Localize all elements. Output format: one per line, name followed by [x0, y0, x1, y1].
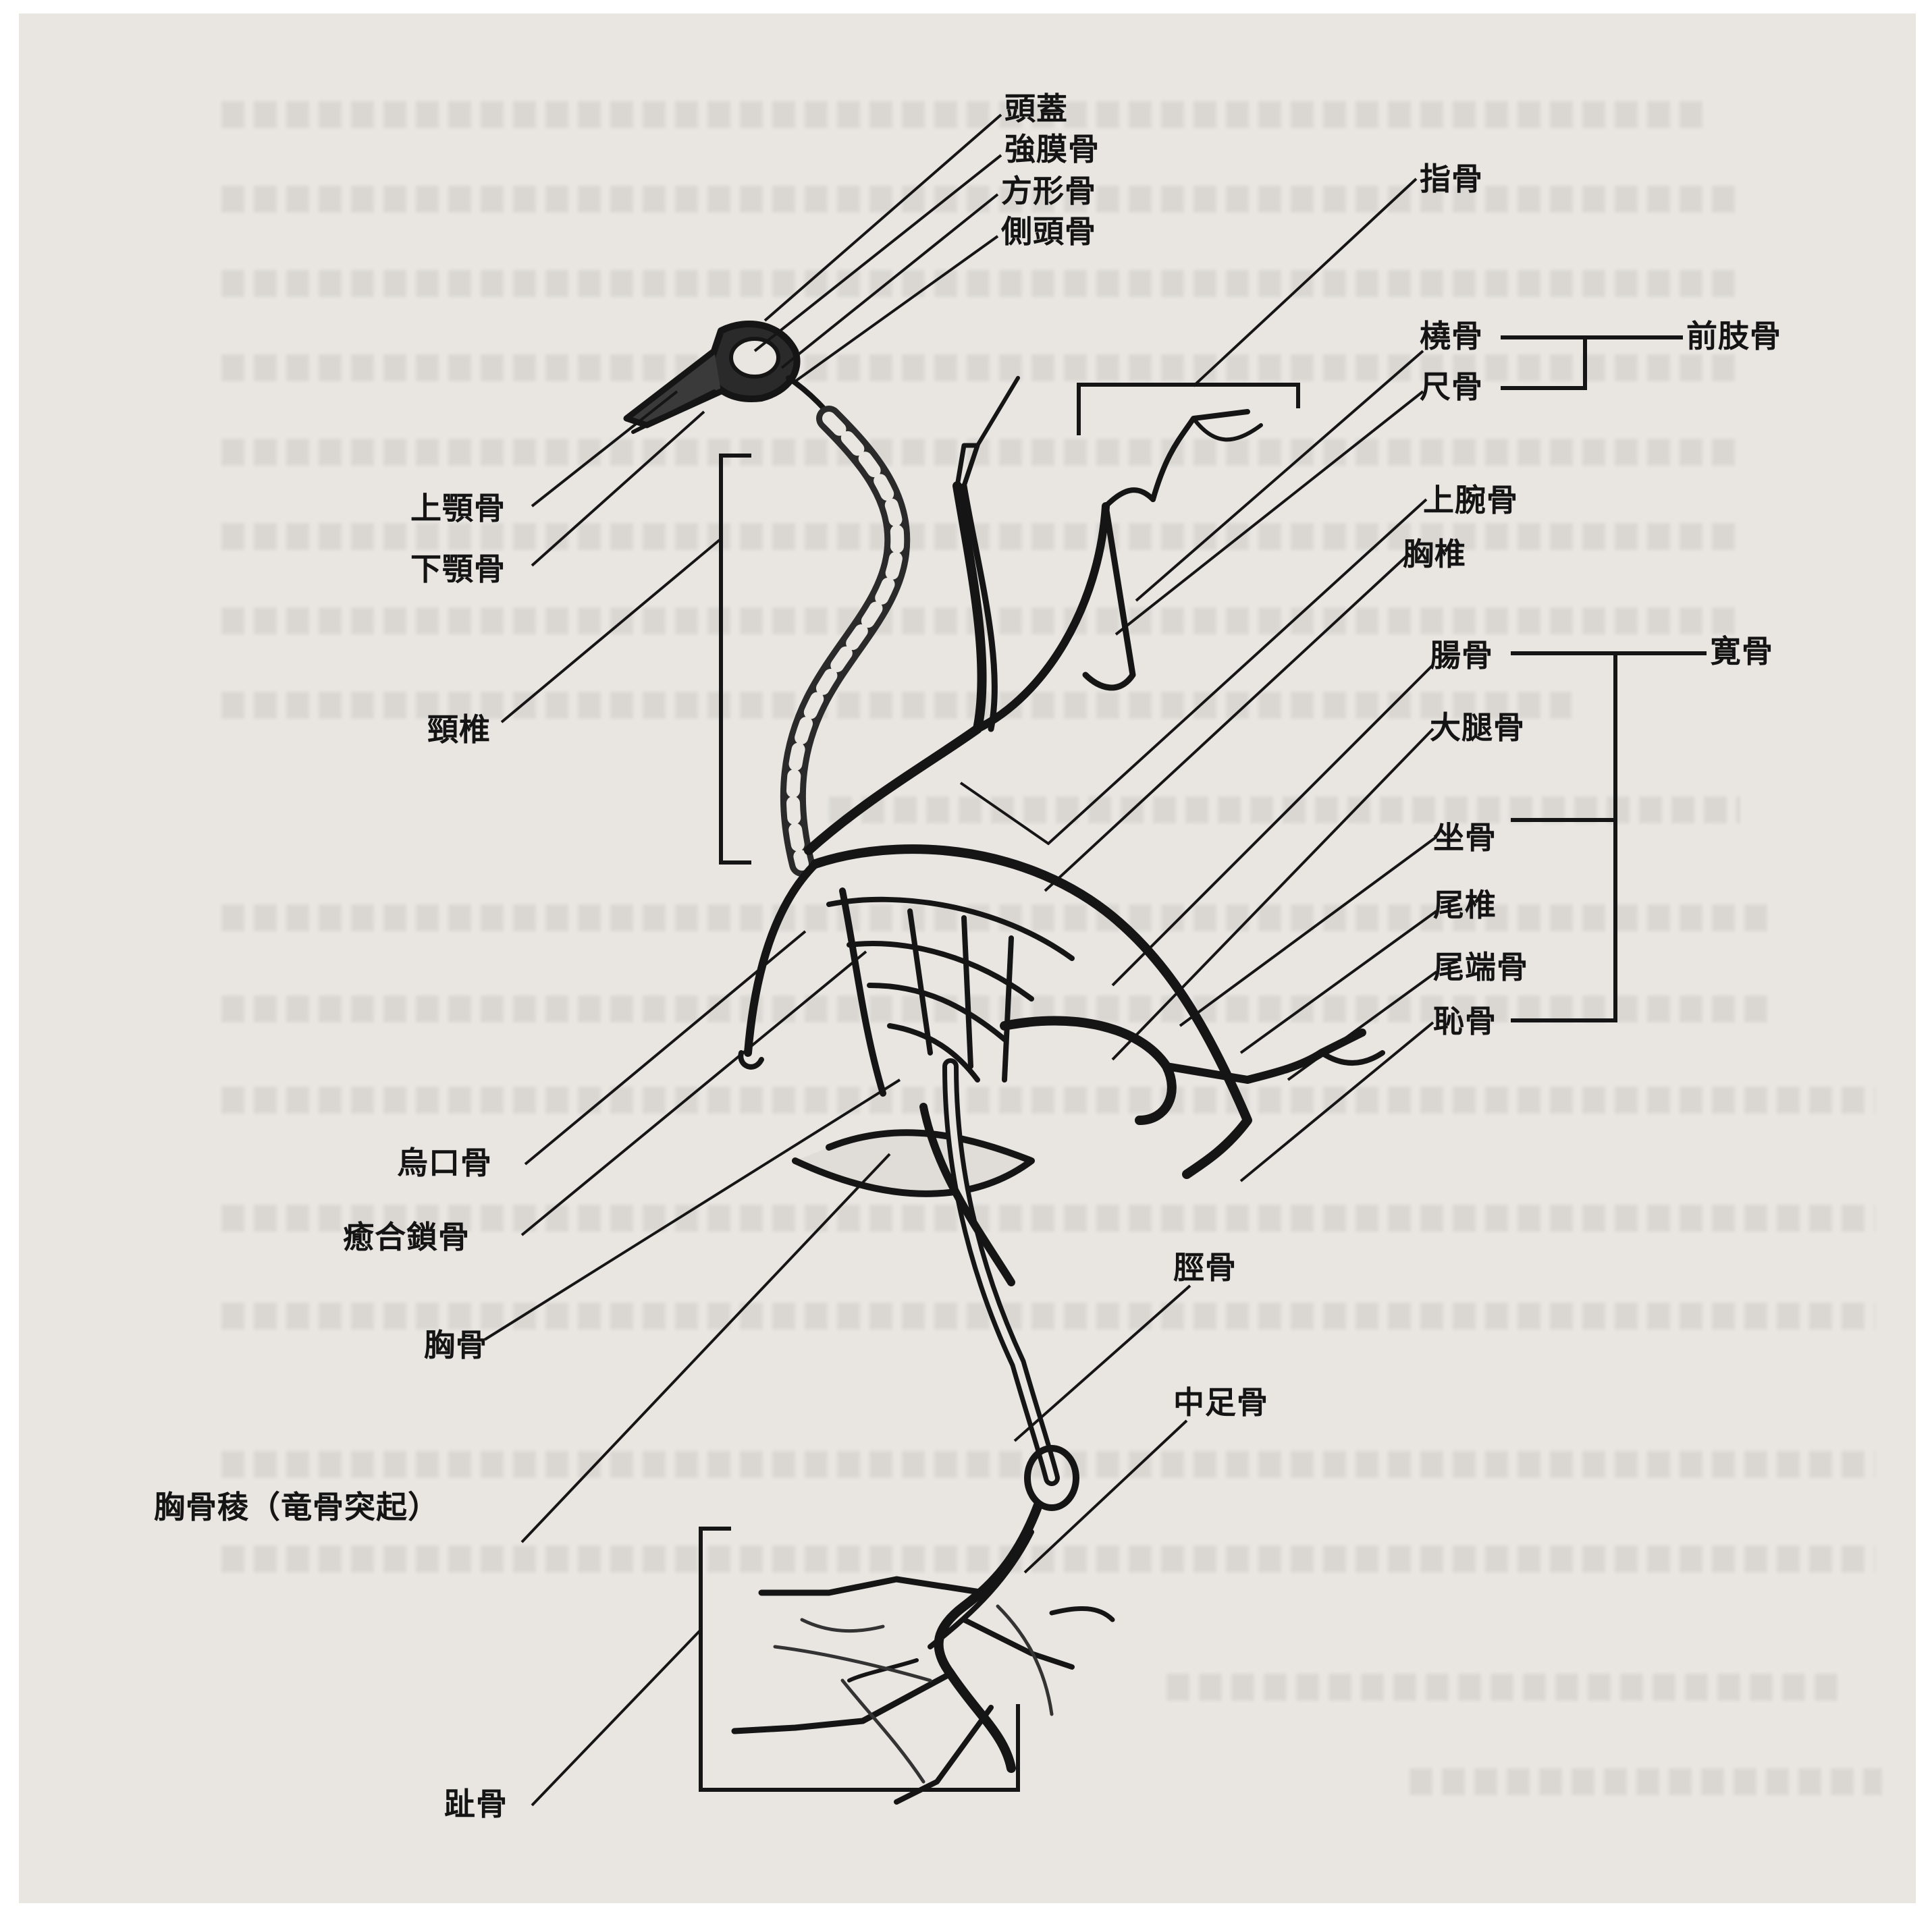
label-pelvis: 寛骨: [1710, 636, 1773, 667]
leader-furcula: [522, 952, 866, 1235]
skeleton-illustration: [626, 324, 1383, 1802]
label-humerus: 上腕骨: [1423, 485, 1518, 516]
label-pubis: 恥骨: [1433, 1006, 1497, 1037]
label-furcula: 癒合鎖骨: [343, 1222, 470, 1253]
leader-skull: [765, 115, 1001, 321]
neck-bracket: [721, 456, 751, 863]
label-sternum: 胸骨: [424, 1330, 487, 1361]
leader-caudal: [1241, 911, 1437, 1053]
leader-coracoid: [525, 931, 805, 1164]
label-squamosal: 側頭骨: [1001, 216, 1096, 247]
label-scleral-ossicles: 強膜骨: [1004, 134, 1100, 165]
leader-ilium: [1112, 665, 1433, 985]
label-mandible: 下顎骨: [410, 553, 506, 584]
skull-shape: [626, 324, 842, 432]
leader-ulna: [1116, 391, 1423, 634]
leader-keel: [522, 1154, 890, 1542]
label-cervical-vertebrae: 頸椎: [427, 714, 491, 745]
leader-squamosal: [795, 236, 998, 381]
label-keel: 胸骨稜（竜骨突起）: [154, 1491, 439, 1523]
label-pygostyle: 尾端骨: [1433, 952, 1528, 983]
leader-mandible: [532, 412, 704, 566]
leader-quadrate: [782, 194, 998, 368]
foot-bracket: [701, 1529, 1018, 1790]
label-tibiotarsus: 脛骨: [1173, 1252, 1237, 1283]
label-phalanges-wing: 指骨: [1420, 163, 1483, 194]
label-ilium: 腸骨: [1430, 640, 1493, 671]
skeleton-diagram: [19, 13, 1916, 1903]
label-femur: 大腿骨: [1430, 712, 1525, 743]
leader-ischium: [1180, 837, 1437, 1026]
leader-cervical: [502, 540, 720, 722]
label-radius: 橈骨: [1420, 321, 1483, 352]
brackets: [701, 337, 1707, 1790]
label-skull: 頭蓋: [1004, 93, 1068, 124]
leader-toe-phalanges: [532, 1630, 701, 1805]
forelimb-bracket: [1501, 337, 1683, 388]
label-ischium: 坐骨: [1433, 822, 1497, 853]
leader-radius: [1136, 351, 1423, 601]
leader-tibiotarsus: [1015, 1286, 1190, 1441]
book-page: 頭蓋 強膜骨 方形骨 側頭骨 指骨 橈骨 尺骨 前肢骨 上腕骨 胸椎 上顎骨 下…: [19, 13, 1916, 1903]
label-toe-phalanges: 趾骨: [444, 1788, 508, 1819]
label-caudal-vertebrae: 尾椎: [1433, 889, 1497, 921]
label-ulna: 尺骨: [1420, 371, 1483, 402]
leader-thoracic: [1045, 553, 1410, 891]
leader-phalanges-wing: [1193, 179, 1416, 386]
label-maxilla: 上顎骨: [410, 493, 506, 524]
label-quadrate: 方形骨: [1001, 175, 1096, 207]
label-thoracic-vertebrae: 胸椎: [1403, 539, 1466, 570]
label-coracoid: 烏口骨: [397, 1147, 492, 1178]
pelvis-bracket: [1511, 653, 1707, 1020]
label-forelimb-bones: 前肢骨: [1686, 321, 1781, 352]
leader-maxilla: [532, 391, 677, 506]
label-tarsometatarsus: 中足骨: [1173, 1387, 1268, 1418]
